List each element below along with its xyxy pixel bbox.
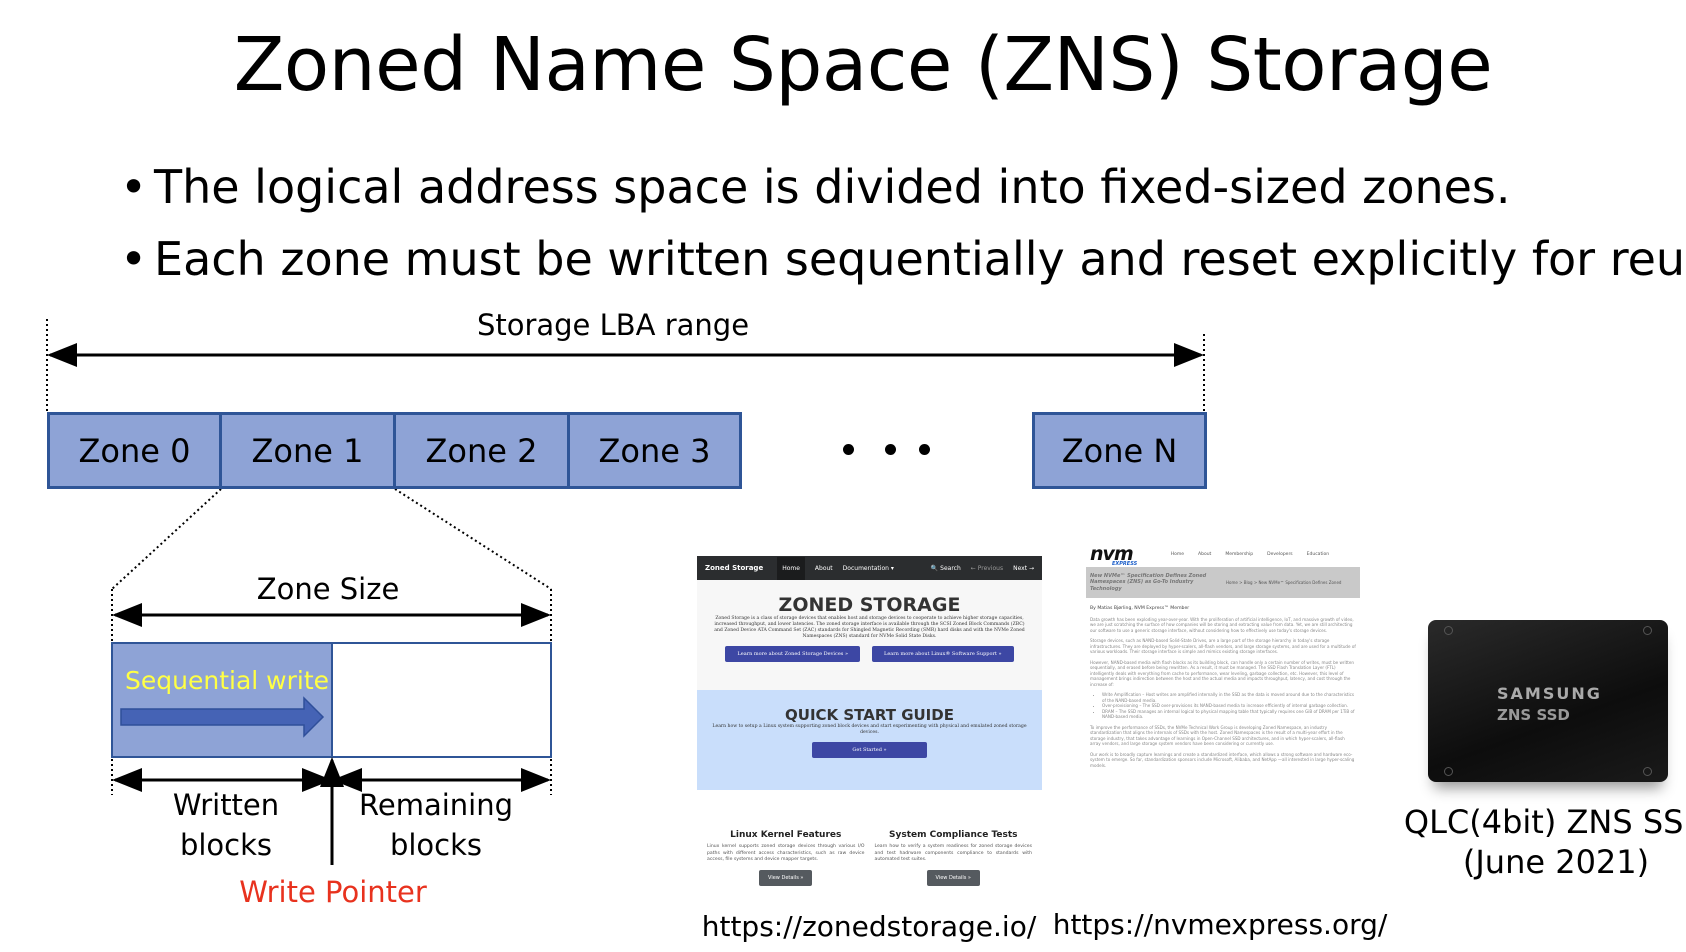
zone-size-label: Zone Size (256, 572, 400, 606)
nv-list-item: Write Amplification – Host writes are am… (1102, 692, 1356, 703)
ellipsis-dot (843, 444, 854, 455)
sequential-write-arrow (120, 696, 325, 738)
nv-title-band: New NVMe™ Specification Defines Zoned Na… (1086, 567, 1360, 598)
zs-intro: Zoned Storage is a class of storage devi… (714, 616, 1025, 639)
samsung-ssd-image: SAMSUNG ZNS SSD (1428, 620, 1668, 782)
remaining-blocks-label: Remaining blocks (359, 785, 513, 865)
bullet-dot: • (120, 160, 148, 214)
screw-icon (1444, 626, 1453, 635)
remaining-line1: Remaining (359, 788, 513, 822)
zs-btn-linux: Learn more about Linux® Software Support… (872, 646, 1014, 662)
slide-title: Zoned Name Space (ZNS) Storage (233, 22, 1493, 108)
zs-navbar: Zoned Storage Home About Documentation ▾… (697, 556, 1042, 580)
zs-hero: ZONED STORAGE Zoned Storage is a class o… (697, 580, 1042, 690)
ssd-caption-line2: (June 2021) (1462, 843, 1650, 881)
nv-paragraph: Our work is to broadly capture learnings… (1090, 751, 1355, 768)
zs-nav-prev: ← Previous (970, 564, 1004, 572)
lba-range-label: Storage LBA range (476, 308, 750, 342)
nv-paragraph: However, NAND-based media with flash blo… (1090, 659, 1354, 687)
screw-icon (1643, 767, 1652, 776)
nv-nav-item: Home (1170, 551, 1185, 557)
ellipsis-dot (885, 444, 896, 455)
sequential-write-label: Sequential write (125, 666, 330, 695)
zone-0: Zone 0 (47, 412, 222, 489)
zs-nav-search: 🔍 Search (930, 564, 961, 572)
zs-btn-devices: Learn more about Zoned Storage Devices » (725, 646, 860, 662)
nv-list-item: DRAM – The SSD manages an internal logic… (1102, 709, 1356, 720)
nv-article: By Matias Bjørling, NVM Express™ Member … (1086, 598, 1360, 781)
nv-byline: By Matias Bjørling, NVM Express™ Member (1090, 606, 1190, 611)
nv-headline: New NVMe™ Specification Defines Zoned Na… (1090, 572, 1207, 592)
zs-qs-text: Learn how to setup a Linux system suppor… (712, 724, 1027, 735)
zs-nav-docs: Documentation ▾ (842, 564, 894, 572)
zs-view-details: View Details » (759, 869, 813, 886)
zs-col2-title: System Compliance Tests (888, 830, 1018, 840)
zone-2: Zone 2 (393, 412, 570, 489)
nvmexpress-url[interactable]: https://nvmexpress.org/ (1052, 908, 1388, 941)
zs-qs-heading: QUICK START GUIDE (785, 706, 954, 724)
zs-quickstart: QUICK START GUIDE Learn how to setup a L… (697, 690, 1042, 790)
zonedstorage-screenshot: Zoned Storage Home About Documentation ▾… (697, 556, 1042, 892)
screw-icon (1643, 626, 1652, 635)
bullet-1: •The logical address space is divided in… (120, 160, 1511, 214)
bullet-2: •Each zone must be written sequentially … (120, 232, 1686, 286)
zs-col1-text: Linux kernel supports zoned storage devi… (707, 844, 865, 862)
zs-col2-text: Learn how to verify a system readiness f… (874, 844, 1033, 862)
written-line1: Written (172, 788, 280, 822)
nv-list-item: Over-provisioning – The SSD over-provisi… (1102, 703, 1356, 709)
nv-nav-item: About (1198, 551, 1212, 557)
written-blocks-label: Written blocks (173, 785, 279, 865)
written-line2: blocks (179, 828, 273, 862)
screw-icon (1444, 767, 1453, 776)
bullet-dot: • (120, 232, 148, 286)
zone-n: Zone N (1032, 412, 1207, 489)
zs-view-details: View Details » (926, 869, 980, 886)
zs-heading: ZONED STORAGE (778, 594, 961, 616)
zs-col1-title: Linux Kernel Features (730, 830, 842, 840)
ssd-caption-line1: QLC(4bit) ZNS SSD (1403, 803, 1686, 841)
bullet-text: The logical address space is divided int… (154, 160, 1511, 214)
written-region (111, 642, 333, 758)
bullet-text: Each zone must be written sequentially a… (154, 232, 1686, 286)
nv-list: Write Amplification – Host writes are am… (1090, 692, 1356, 720)
ssd-model: ZNS SSD (1497, 706, 1570, 724)
zs-nav-next: Next → (1013, 564, 1034, 572)
write-pointer-label: Write Pointer (239, 875, 427, 909)
zs-nav-home: Home (777, 556, 805, 580)
zone-1: Zone 1 (219, 412, 396, 489)
zs-get-started: Get Started » (812, 742, 927, 758)
ssd-brand: SAMSUNG (1497, 684, 1602, 703)
remaining-line2: blocks (389, 828, 483, 862)
nv-nav-item: Developers (1267, 551, 1293, 557)
remaining-region (331, 642, 552, 758)
nv-paragraph: Storage devices, such as NAND-based Soli… (1090, 638, 1356, 654)
zs-brand: Zoned Storage (705, 564, 764, 572)
nv-nav-item: Education (1306, 551, 1330, 557)
ellipsis-dot (919, 444, 930, 455)
nv-paragraph: To improve the performance of SSDs, the … (1090, 724, 1345, 747)
zone-3: Zone 3 (567, 412, 742, 489)
zonedstorage-url[interactable]: https://zonedstorage.io/ (701, 910, 1037, 943)
nv-breadcrumb: Home > Blog > New NVMe™ Specification De… (1226, 580, 1342, 585)
zs-nav-about: About (814, 564, 833, 572)
nv-paragraph: Data growth has been exploding year-over… (1090, 616, 1354, 633)
nv-nav-item: Membership (1225, 551, 1254, 557)
